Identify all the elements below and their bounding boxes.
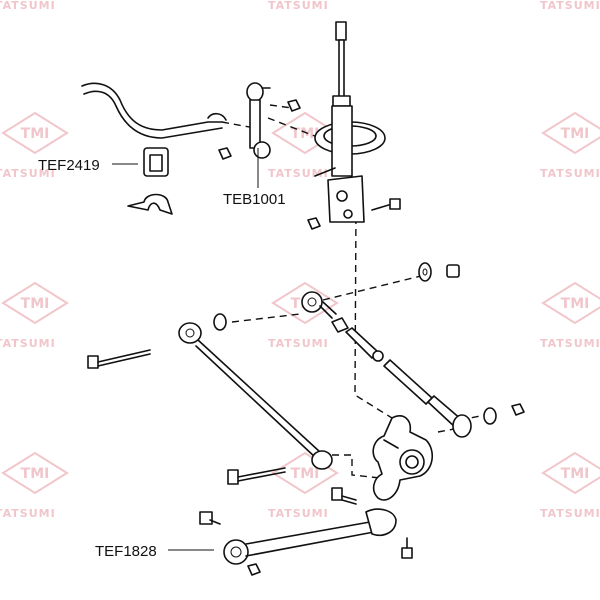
watermark-brand-text: TATSUMI — [540, 0, 600, 12]
knuckle — [372, 415, 433, 501]
bolt-knuckle — [331, 487, 357, 505]
part-label-stabilizer-link: TEB1001 — [223, 191, 286, 208]
watermark-brand-text: TATSUMI — [268, 167, 329, 180]
watermark-logo: TMI — [541, 281, 600, 325]
svg-text:TMI: TMI — [21, 126, 50, 142]
watermark-brand-text: TATSUMI — [268, 337, 329, 350]
svg-text:TMI: TMI — [291, 466, 320, 482]
watermark-logo: TMI — [541, 111, 600, 155]
watermark-logo: TMI — [271, 451, 339, 495]
svg-text:TMI: TMI — [561, 296, 590, 312]
nut-upper-arm — [331, 317, 349, 333]
watermark-brand-text: TATSUMI — [0, 507, 56, 520]
watermark-brand-text: TATSUMI — [540, 507, 600, 520]
watermark-brand-text: TATSUMI — [268, 0, 329, 12]
bolt-trailing-arm — [199, 511, 221, 525]
svg-text:TMI: TMI — [561, 126, 590, 142]
watermark-brand-text: TATSUMI — [0, 0, 56, 12]
adjust-rod — [345, 327, 472, 438]
svg-text:TMI: TMI — [561, 466, 590, 482]
watermark-logo: TMI — [1, 111, 69, 155]
stabilizer-bar — [81, 82, 227, 139]
watermark-brand-text: TATSUMI — [0, 337, 56, 350]
stabilizer-bracket — [127, 193, 173, 215]
watermark-layer: TMI TMI TMI TMI TMI TMI TMI TMI — [0, 0, 600, 520]
watermark-brand-text: TATSUMI — [0, 167, 56, 180]
long-bolt-left — [87, 349, 151, 369]
washer-upper-right — [418, 262, 432, 282]
watermark-brand-text: TATSUMI — [540, 337, 600, 350]
bushing-upper-right — [446, 264, 460, 278]
svg-text:TMI: TMI — [21, 296, 50, 312]
lower-lateral-arm — [178, 322, 333, 470]
watermark-logo: TMI — [541, 451, 600, 495]
long-bolt-lower — [227, 467, 286, 485]
svg-text:TMI: TMI — [21, 466, 50, 482]
washer-left-upper — [213, 313, 227, 331]
bolt-strut-bracket — [371, 198, 401, 211]
nut-strut-bottom — [307, 217, 321, 230]
stabilizer-bushing — [143, 147, 169, 177]
strut-assembly — [314, 21, 386, 223]
washer-right-mid — [483, 407, 497, 425]
nut-link-top — [287, 99, 301, 112]
nut-right-mid — [511, 403, 525, 416]
nut-trailing-lower — [247, 563, 261, 576]
upper-arm-end — [301, 291, 337, 319]
part-label-trailing-arm-bushing: TEF1828 — [95, 543, 157, 560]
part-label-stabilizer-bushing: TEF2419 — [38, 157, 100, 174]
svg-text:TMI: TMI — [291, 126, 320, 142]
watermark-brand-text: TATSUMI — [540, 167, 600, 180]
watermark-brand-text: TATSUMI — [268, 507, 329, 520]
watermark-logo: TMI — [1, 281, 69, 325]
nut-stabilizer — [218, 147, 232, 160]
trailing-arm — [223, 508, 397, 565]
watermark-logo: TMI — [1, 451, 69, 495]
bolt-trailing-right — [401, 537, 413, 559]
stabilizer-link — [246, 82, 271, 159]
